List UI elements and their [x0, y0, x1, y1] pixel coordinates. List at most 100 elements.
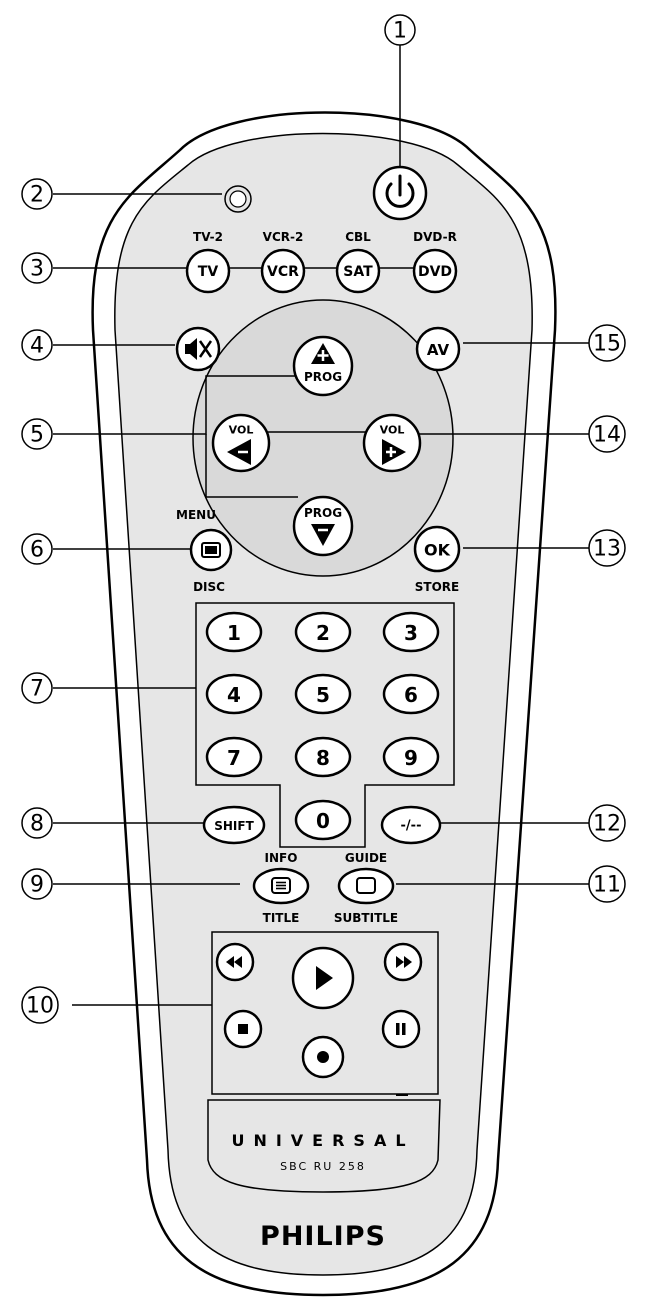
digit-6-button[interactable]: 6	[382, 673, 440, 715]
svg-text:3: 3	[30, 257, 44, 282]
teletext-icon	[271, 877, 291, 894]
digit-9-button[interactable]: 9	[382, 736, 440, 778]
callout-5: 5	[21, 418, 53, 450]
digit-8-button[interactable]: 8	[294, 736, 352, 778]
triangle-right-plus-icon	[382, 439, 406, 465]
digit-3-button[interactable]: 3	[382, 611, 440, 653]
sat-button[interactable]: SAT	[335, 248, 381, 294]
digit-2-label: 2	[316, 621, 330, 645]
menu-label: MENU	[176, 508, 216, 522]
model-number: SBC RU 258	[280, 1160, 366, 1173]
callout-7: 7	[21, 672, 53, 704]
rewind-icon	[226, 956, 242, 968]
svg-text:5: 5	[30, 423, 44, 448]
digit-1-label: 1	[227, 621, 241, 645]
shift-button[interactable]: SHIFT	[202, 805, 266, 845]
vol-down-label: VOL	[229, 424, 254, 437]
callout-2: 2	[21, 178, 53, 210]
ok-button[interactable]: OK	[413, 525, 461, 573]
triangle-up-plus-icon	[311, 343, 335, 364]
digit-6-label: 6	[404, 683, 418, 707]
guide-button[interactable]	[337, 867, 395, 905]
vcr-button-label: VCR	[267, 264, 299, 280]
callout-lines	[53, 44, 590, 1006]
vcr-button[interactable]: VCR	[260, 248, 306, 294]
series-wordmark: UNIVERSAL	[231, 1131, 414, 1150]
rewind-button[interactable]	[215, 942, 255, 982]
digit-1-button[interactable]: 1	[205, 611, 263, 653]
vol-down-button[interactable]: VOL	[211, 413, 271, 473]
digit-5-label: 5	[316, 683, 330, 707]
sat-button-label: SAT	[343, 264, 373, 280]
triangle-down-minus-icon	[311, 524, 335, 546]
callout-6: 6	[21, 533, 53, 565]
svg-text:14: 14	[593, 423, 621, 448]
record-button[interactable]	[301, 1035, 345, 1079]
callout-3: 3	[21, 252, 53, 284]
callout-1: 1	[384, 14, 416, 46]
av-button[interactable]: AV	[415, 326, 461, 372]
dash-button[interactable]: -/--	[380, 805, 442, 845]
callout-15: 15	[588, 324, 626, 362]
svg-text:1: 1	[393, 19, 407, 44]
title-label: TITLE	[263, 911, 300, 925]
led-indicator	[224, 185, 252, 213]
callout-8: 8	[21, 807, 53, 839]
svg-text:8: 8	[30, 812, 44, 837]
prog-up-button[interactable]: PROG	[292, 335, 354, 397]
brand-panel	[207, 1099, 441, 1193]
svg-text:7: 7	[30, 677, 44, 702]
vcr2-label: VCR-2	[263, 230, 304, 244]
navigation-ring	[192, 299, 454, 577]
dash-button-label: -/--	[401, 819, 422, 834]
digit-0-button[interactable]: 0	[294, 799, 352, 841]
cbl-label: CBL	[345, 230, 371, 244]
play-icon	[316, 966, 333, 990]
triangle-left-minus-icon	[227, 439, 251, 465]
stop-button[interactable]	[223, 1009, 263, 1049]
power-icon	[385, 174, 415, 208]
vol-up-button[interactable]: VOL	[362, 413, 422, 473]
play-button[interactable]	[291, 946, 355, 1010]
digit-7-button[interactable]: 7	[205, 736, 263, 778]
callout-13: 13	[588, 529, 626, 567]
guide-label: GUIDE	[345, 851, 387, 865]
svg-text:10: 10	[26, 994, 54, 1019]
digit-4-button[interactable]: 4	[205, 673, 263, 715]
digit-8-label: 8	[316, 746, 330, 770]
svg-text:12: 12	[593, 812, 621, 837]
menu-button[interactable]	[189, 528, 233, 572]
info-label: INFO	[265, 851, 298, 865]
fast-forward-button[interactable]	[383, 942, 423, 982]
dvd-button-label: DVD	[418, 264, 452, 280]
menu-icon	[201, 542, 221, 558]
subtitle-icon	[356, 877, 376, 894]
callout-12: 12	[588, 804, 626, 842]
mute-button[interactable]	[175, 326, 221, 372]
digit-7-label: 7	[227, 746, 241, 770]
callout-14: 14	[588, 415, 626, 453]
info-button[interactable]	[252, 867, 310, 905]
svg-text:13: 13	[593, 537, 621, 562]
pause-button[interactable]	[381, 1009, 421, 1049]
disc-label: DISC	[193, 580, 225, 594]
prog-down-button[interactable]: PROG	[292, 495, 354, 557]
tv-button[interactable]: TV	[185, 248, 231, 294]
keypad-frame	[195, 602, 455, 848]
digit-4-label: 4	[227, 683, 241, 707]
dvdr-label: DVD-R	[413, 230, 457, 244]
svg-text:15: 15	[593, 332, 621, 357]
tv2-label: TV-2	[193, 230, 223, 244]
digit-9-label: 9	[404, 746, 418, 770]
stop-icon	[238, 1024, 248, 1034]
fast-forward-icon	[396, 956, 412, 968]
tv-button-label: TV	[198, 264, 219, 280]
dvd-button[interactable]: DVD	[412, 248, 458, 294]
digit-2-button[interactable]: 2	[294, 611, 352, 653]
callout-11: 11	[588, 865, 626, 903]
ir-window-mark	[396, 1094, 408, 1096]
digit-5-button[interactable]: 5	[294, 673, 352, 715]
power-button[interactable]	[372, 165, 428, 221]
subtitle-label: SUBTITLE	[334, 911, 398, 925]
callout-4: 4	[21, 329, 53, 361]
